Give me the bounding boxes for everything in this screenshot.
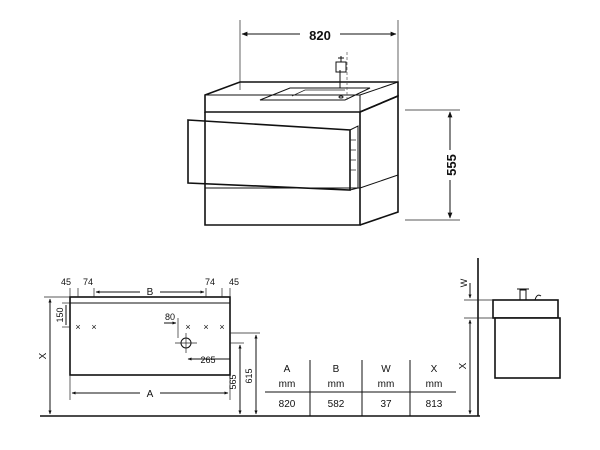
front-elevation-view: 45 74 B 74 45 × × × × × 150 X — [38, 277, 480, 417]
bracket-height-label: 150 — [55, 307, 65, 322]
value-x: 813 — [426, 399, 443, 410]
overall-height-label: X — [38, 352, 49, 359]
right-hole-label: 74 — [205, 277, 215, 287]
cabinet-front — [69, 296, 231, 376]
value-w: 37 — [380, 399, 392, 410]
header-b: B — [333, 364, 340, 375]
unit-a: mm — [279, 379, 296, 390]
drain-height-label: 565 — [228, 374, 238, 389]
width-dimension: 820 — [239, 20, 399, 92]
top-height-label: 615 — [244, 368, 254, 383]
width-label: 820 — [309, 28, 331, 43]
side-w-label: W — [459, 278, 469, 287]
span-b-label: B — [147, 287, 154, 298]
side-x-label: X — [458, 362, 469, 369]
drain-offset-dimension: 80 — [164, 312, 179, 338]
top-dimension-chain: 45 74 B 74 45 — [61, 277, 239, 298]
header-a: A — [284, 364, 291, 375]
side-tap-icon — [517, 288, 542, 301]
cabinet-perspective-view: 820 — [187, 20, 460, 226]
header-w: W — [381, 364, 391, 375]
unit-w: mm — [378, 379, 395, 390]
drain-icon — [175, 333, 197, 353]
drain-depth-dimension: 265 — [187, 355, 230, 365]
overall-height-dimension: X — [38, 296, 70, 415]
tap-icon — [335, 56, 347, 99]
span-a-label: A — [147, 389, 154, 400]
unit-x: mm — [426, 379, 443, 390]
top-height-dimension: 615 — [230, 332, 260, 415]
right-offset-label: 45 — [229, 277, 239, 287]
svg-text:×: × — [91, 322, 96, 332]
left-offset-label: 45 — [61, 277, 71, 287]
unit-b: mm — [328, 379, 345, 390]
basin-slab — [492, 299, 559, 319]
dimension-table: A B W X mm mm mm mm 820 582 37 813 — [265, 360, 456, 416]
drain-depth-label: 265 — [200, 355, 215, 365]
drain-height-dimension: 565 — [228, 342, 244, 415]
washbasin — [204, 52, 399, 113]
side-elevation-view: W X — [458, 258, 561, 416]
cabinet-body — [187, 94, 399, 226]
left-hole-label: 74 — [83, 277, 93, 287]
side-cabinet — [494, 317, 561, 379]
height-label: 555 — [444, 154, 459, 176]
value-b: 582 — [328, 399, 345, 410]
bracket-height-dimension: 150 — [55, 302, 70, 328]
fixing-holes: × × × × × — [75, 322, 224, 332]
svg-text:×: × — [219, 322, 224, 332]
bottom-span-dimension: A — [69, 375, 231, 400]
drain-offset-label: 80 — [165, 312, 175, 322]
svg-text:×: × — [203, 322, 208, 332]
svg-text:×: × — [185, 322, 190, 332]
svg-text:×: × — [75, 322, 80, 332]
value-a: 820 — [279, 399, 296, 410]
side-x-dimension: X — [458, 317, 493, 415]
side-w-dimension: W — [459, 278, 493, 301]
header-x: X — [431, 364, 438, 375]
height-dimension: 555 — [405, 109, 460, 221]
